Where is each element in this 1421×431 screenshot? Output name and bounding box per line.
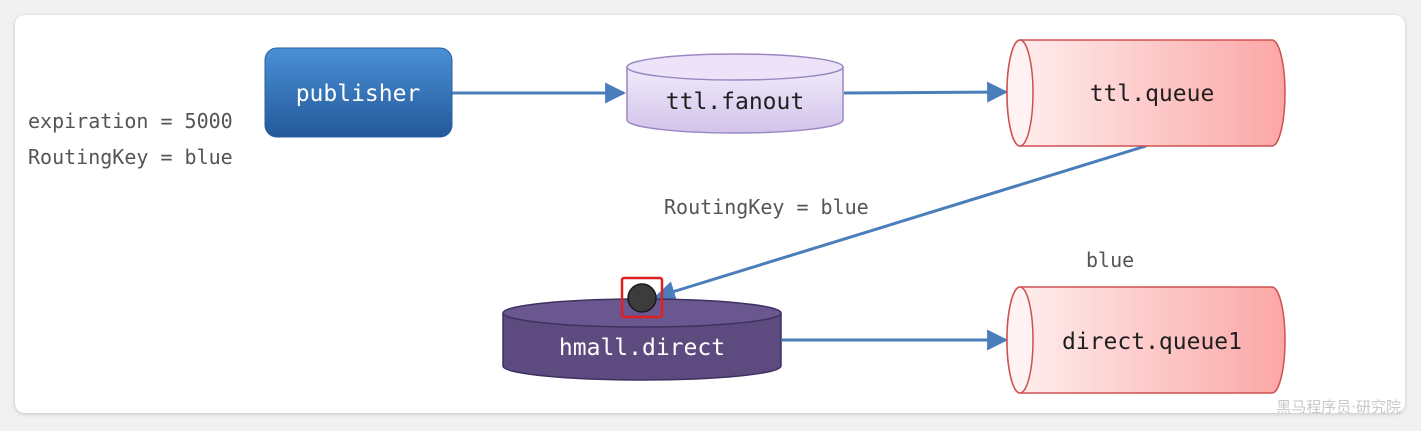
ttl-queue-label: ttl.queue xyxy=(1090,81,1215,107)
hmall-direct-label: hmall.direct xyxy=(559,335,725,361)
arrow-fanout-to-ttl-queue xyxy=(843,81,1009,103)
ttl-fanout-label: ttl.fanout xyxy=(666,89,804,115)
direct-queue1-label: direct.queue1 xyxy=(1062,329,1242,355)
ttl-fanout-exchange: ttl.fanout xyxy=(626,53,844,134)
ttl-queue-node: ttl.queue xyxy=(1006,39,1286,147)
routing-key-annotation-left: RoutingKey = blue xyxy=(28,145,233,169)
highlighted-connector xyxy=(620,276,664,319)
watermark: 黑马程序员·研究院 xyxy=(1276,398,1401,416)
publisher-node: publisher xyxy=(264,47,453,138)
publisher-label: publisher xyxy=(296,81,421,107)
hmall-direct-exchange: hmall.direct xyxy=(502,298,782,381)
arrow-ttl-queue-to-direct xyxy=(653,144,1147,302)
direct-queue1-node: direct.queue1 xyxy=(1006,286,1286,394)
expiration-annotation: expiration = 5000 xyxy=(28,109,233,133)
routing-key-annotation-mid: RoutingKey = blue xyxy=(664,195,869,219)
binding-key-annotation: blue xyxy=(1086,248,1134,272)
